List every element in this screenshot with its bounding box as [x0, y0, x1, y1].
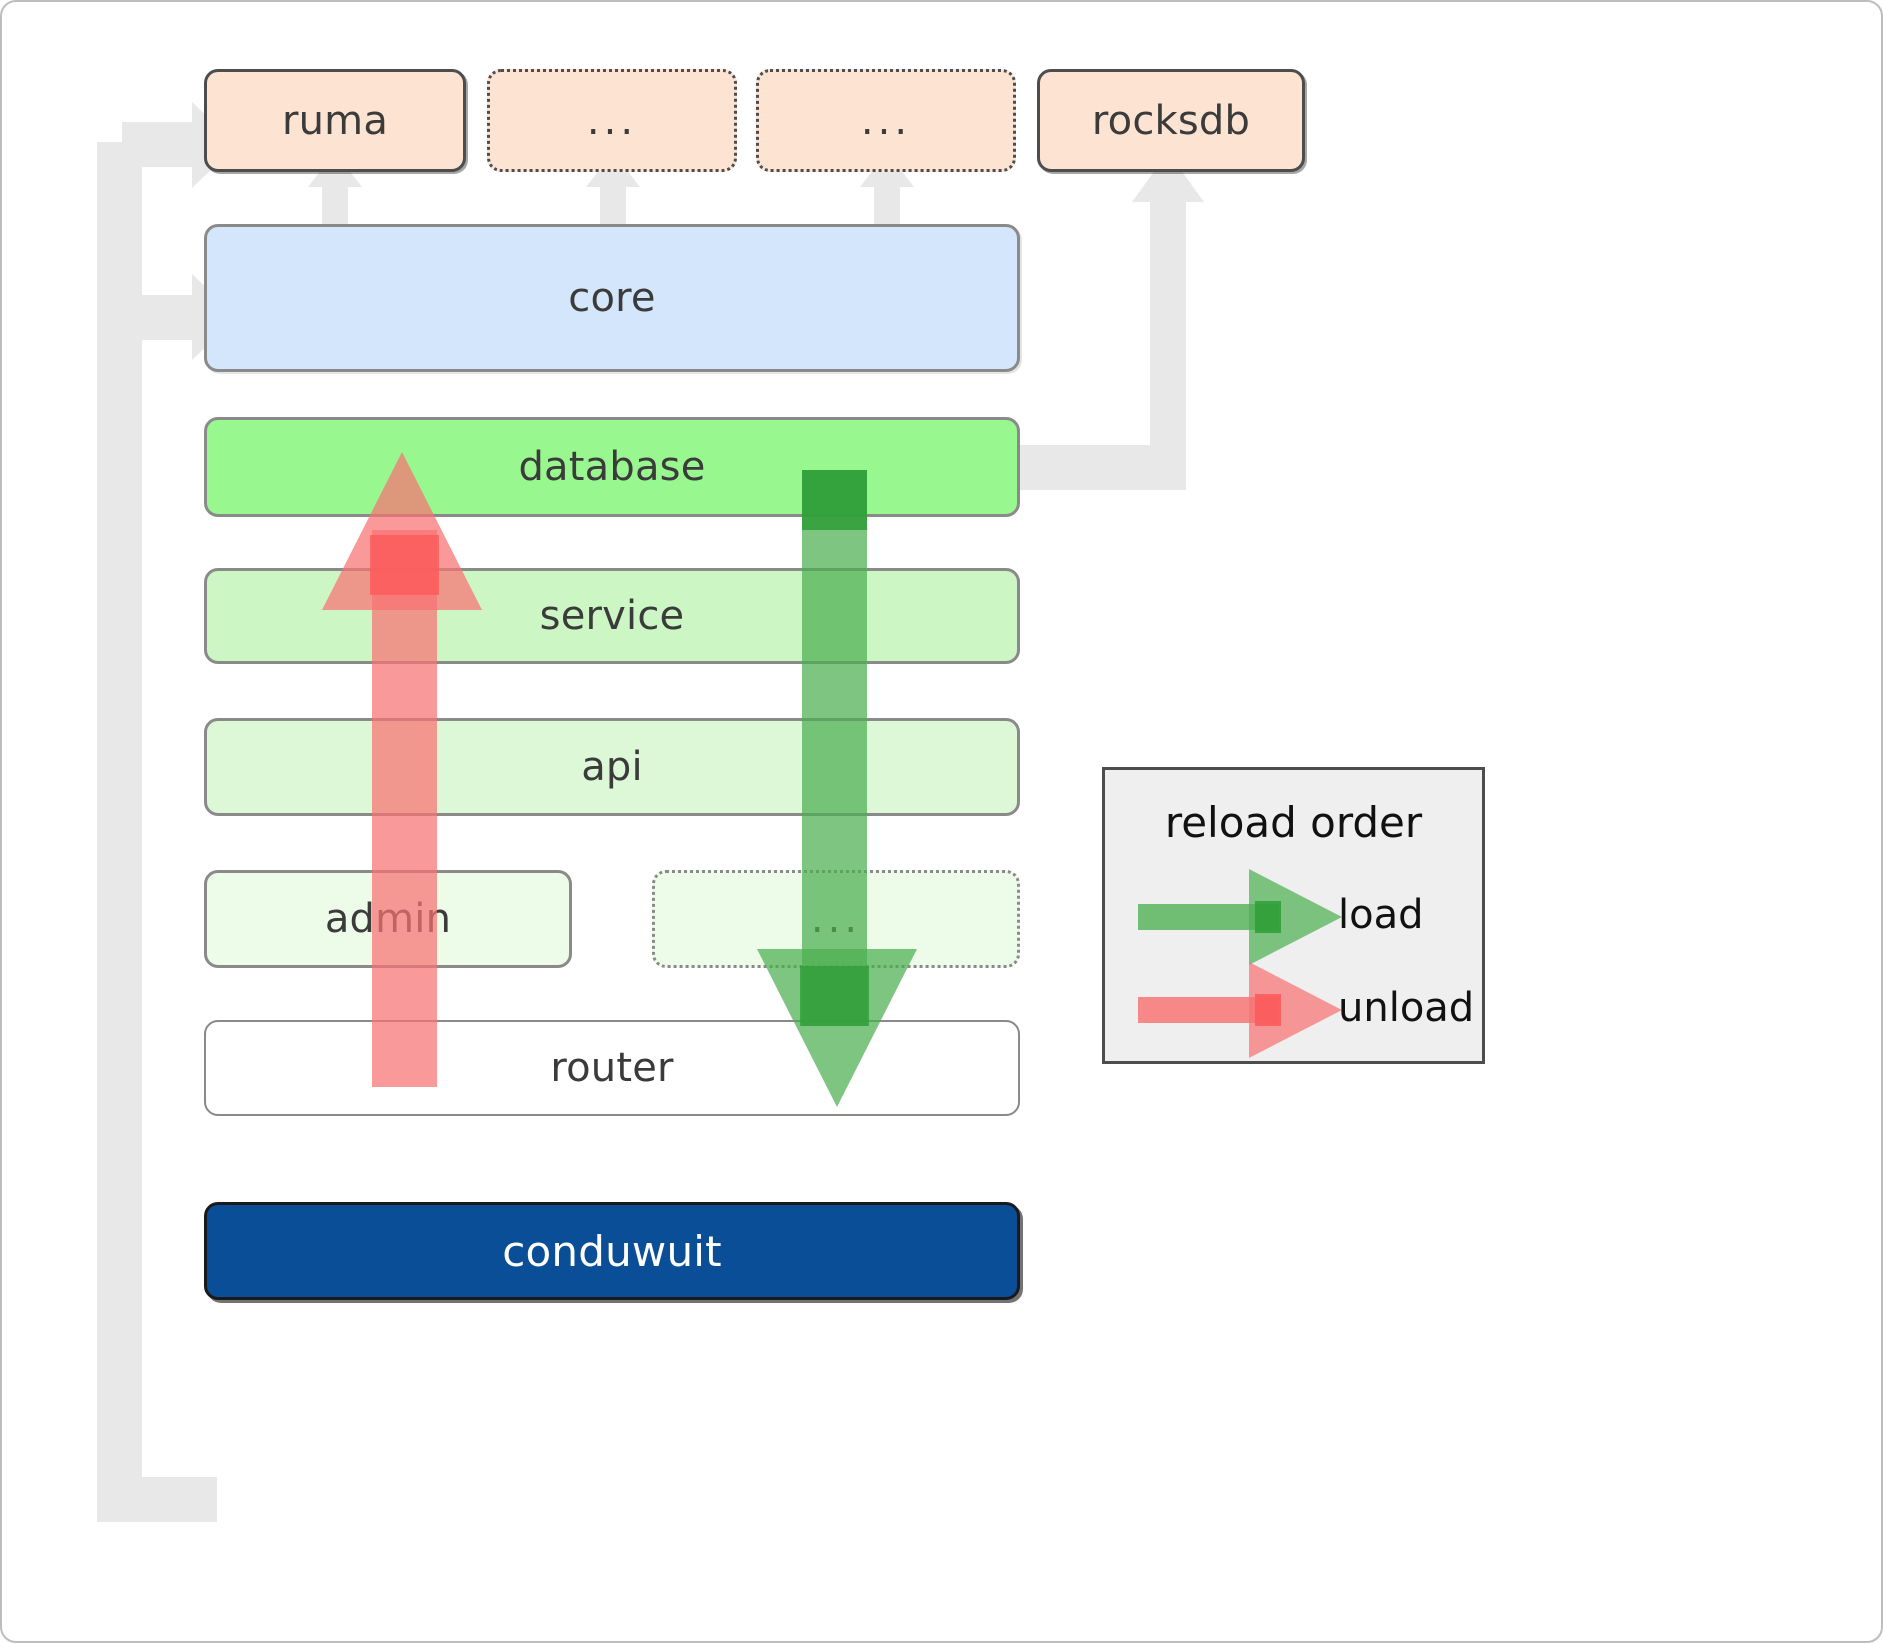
conduwuit-stub-link	[97, 1477, 217, 1522]
legend-title: reload order	[1164, 798, 1423, 847]
legend-box: reload order load unload	[1102, 767, 1485, 1064]
legend-label-unload: unload	[1338, 985, 1475, 1031]
node-router[interactable]: router	[204, 1020, 1020, 1116]
node-dep-2[interactable]: ...	[487, 69, 737, 172]
node-conduwuit[interactable]: conduwuit	[204, 1202, 1020, 1300]
link-database-to-rocksdb	[1020, 152, 1204, 490]
node-ruma-label: ruma	[281, 97, 389, 144]
node-router-label: router	[550, 1045, 674, 1091]
node-rocksdb-label: rocksdb	[1091, 97, 1251, 144]
legend-arrows	[1138, 869, 1342, 1058]
left-trunk-link	[97, 142, 142, 1500]
node-core[interactable]: core	[204, 224, 1020, 372]
legend-label-load: load	[1338, 892, 1424, 938]
node-service-label: service	[539, 593, 685, 639]
node-rocksdb[interactable]: rocksdb	[1037, 69, 1305, 172]
load-arrow	[757, 470, 917, 1107]
node-database-label: database	[518, 444, 706, 490]
legend-unload-arrow	[1138, 962, 1342, 1058]
node-conduwuit-label: conduwuit	[502, 1226, 722, 1276]
node-core-label: core	[568, 275, 656, 321]
unload-arrow	[322, 452, 482, 1087]
node-database[interactable]: database	[204, 417, 1020, 517]
node-api[interactable]: api	[204, 718, 1020, 816]
node-ruma[interactable]: ruma	[204, 69, 466, 172]
legend-load-arrow	[1138, 869, 1342, 965]
node-api-label: api	[581, 744, 643, 790]
node-dep-3[interactable]: ...	[756, 69, 1016, 172]
